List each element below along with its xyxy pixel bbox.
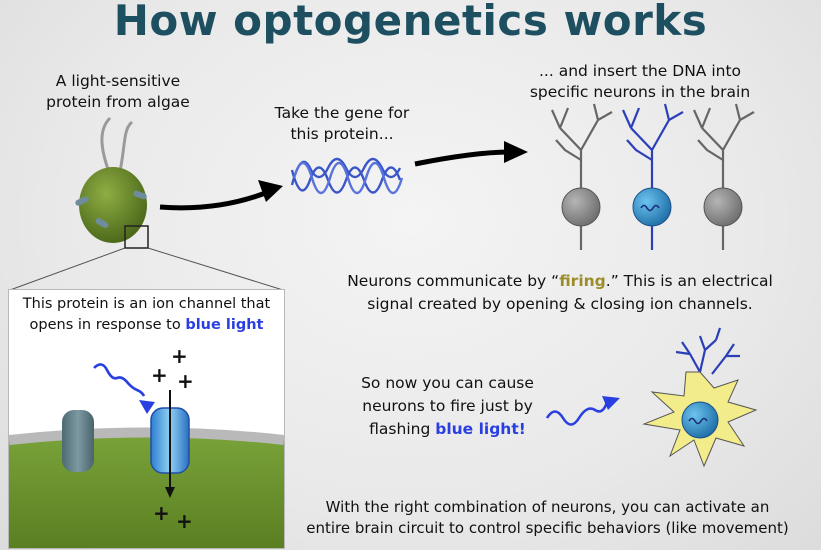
neuron-icon <box>550 103 613 250</box>
page-title: How optogenetics works <box>113 0 708 45</box>
inset-line2-prefix: opens in response to <box>29 317 186 333</box>
firing-prefix: Neurons communicate by “ <box>347 272 560 290</box>
firing-suffix: .” This is an electrical <box>605 272 773 290</box>
inset-line1: This protein is an ion channel that <box>22 296 271 312</box>
cause-blue-light: blue light! <box>435 420 526 438</box>
plus-sign: + <box>176 509 193 533</box>
ion-channel-icon <box>150 390 190 498</box>
algae-caption: A light-sensitive protein from algae <box>18 71 218 113</box>
firing-line2: signal created by opening & closing ion … <box>367 295 753 313</box>
dna-helix-icon <box>290 157 404 195</box>
cell-membrane <box>9 432 284 548</box>
ion-channel-inset: + + + + + This protein is an ion channel… <box>8 289 285 549</box>
light-wave-icon <box>93 363 146 397</box>
cause-line3-prefix: flashing <box>369 420 436 438</box>
plus-sign: + <box>177 369 194 393</box>
light-wave-arrowhead <box>139 400 155 414</box>
plus-sign: + <box>171 344 188 368</box>
firing-word: firing <box>559 272 606 290</box>
arrow-icon <box>159 180 283 211</box>
plus-sign: + <box>151 363 168 387</box>
inset-canvas: + + + + + <box>9 344 284 548</box>
gene-caption: Take the gene for this protein... <box>262 103 422 145</box>
arrow-icon <box>414 141 528 167</box>
plus-sign: + <box>153 501 170 525</box>
dna-caption: ... and insert the DNA into specific neu… <box>500 61 780 103</box>
firing-neuron-icon <box>642 327 758 468</box>
bottom-text: With the right combination of neurons, y… <box>270 497 821 539</box>
cause-line3: flashing blue light! <box>345 418 550 441</box>
algae-cell-icon <box>75 116 149 249</box>
ion-channel-icon <box>62 410 94 472</box>
neuron-icon <box>692 103 755 250</box>
algae-caption-line1: A light-sensitive <box>55 72 181 90</box>
firing-text: Neurons communicate by “firing.” This is… <box>300 270 820 316</box>
firing-line1: Neurons communicate by “firing.” This is… <box>300 270 820 293</box>
zoom-line-right <box>147 247 284 291</box>
zoom-line-left <box>9 247 126 291</box>
bottom-line2: entire brain circuit to control specific… <box>306 519 789 537</box>
cause-text: So now you can cause neurons to fire jus… <box>345 372 550 441</box>
inset-blue-light: blue light <box>185 317 264 333</box>
gene-caption-line1: Take the gene for <box>274 104 410 122</box>
cause-line1: So now you can cause <box>361 374 534 392</box>
inset-text: This protein is an ion channel that open… <box>9 294 284 336</box>
gene-caption-line2: this protein... <box>290 125 394 143</box>
light-wave-arrowhead <box>602 396 620 410</box>
algae-caption-line2: protein from algae <box>46 93 190 111</box>
cause-line2: neurons to fire just by <box>362 397 533 415</box>
inset-line2: opens in response to blue light <box>9 315 284 336</box>
bottom-line1: With the right combination of neurons, y… <box>325 498 770 516</box>
zoom-box <box>124 225 149 249</box>
light-wave-icon <box>545 401 609 426</box>
dna-caption-line1: ... and insert the DNA into <box>538 62 742 80</box>
neuron-icon <box>621 103 684 250</box>
dna-caption-line2: specific neurons in the brain <box>529 83 751 101</box>
